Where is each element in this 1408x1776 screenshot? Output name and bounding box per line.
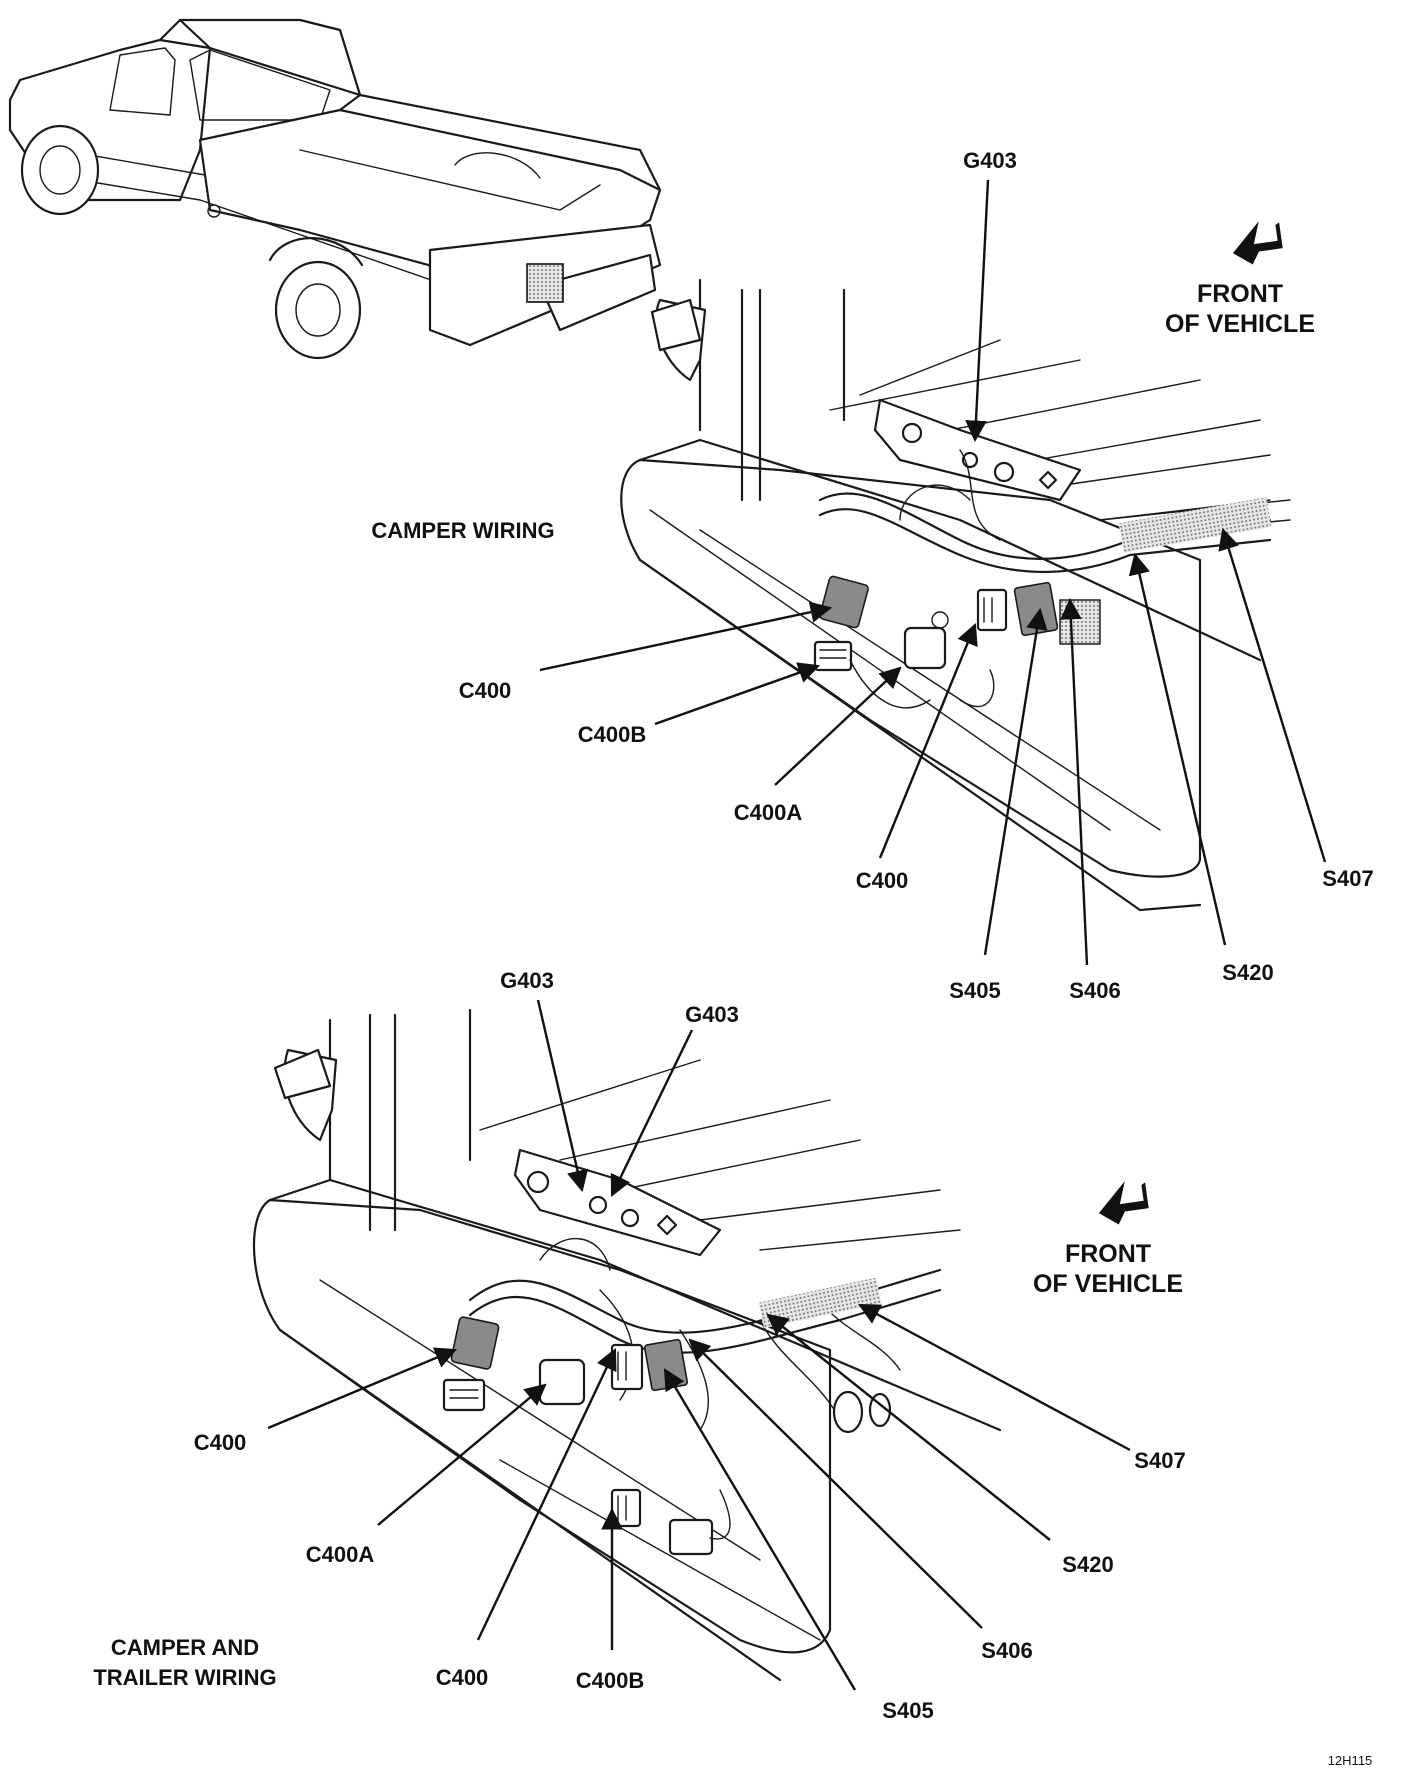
figure-code: 12H115 <box>1328 1753 1373 1768</box>
front-direction-arrow-icon <box>1232 221 1283 265</box>
bottom-callout-c400a: C400A <box>306 1542 375 1567</box>
top-callout-s406: S406 <box>1069 978 1120 1003</box>
bottom-callout-c400-bottom: C400 <box>436 1665 489 1690</box>
top-callout-g403: G403 <box>963 148 1017 173</box>
bottom-callout-s407: S407 <box>1134 1448 1185 1473</box>
bottom-section-title-line1: CAMPER AND <box>111 1635 259 1660</box>
top-callout-c400b: C400B <box>578 722 646 747</box>
top-leader-lines <box>539 179 1327 966</box>
top-callout-c400-right: C400 <box>856 868 909 893</box>
bottom-callout-s406: S406 <box>981 1638 1032 1663</box>
front-direction-arrow-icon <box>1098 1181 1149 1225</box>
bottom-callout-g403-a: G403 <box>500 968 554 993</box>
bottom-callout-s420: S420 <box>1062 1552 1113 1577</box>
top-callout-s407: S407 <box>1322 866 1373 891</box>
bottom-front-label-line2: OF VEHICLE <box>1033 1270 1183 1298</box>
top-callout-s420: S420 <box>1222 960 1273 985</box>
top-callout-s405: S405 <box>949 978 1000 1003</box>
bottom-callout-c400-left: C400 <box>194 1430 247 1455</box>
bottom-callout-s405: S405 <box>882 1698 933 1723</box>
pickup-truck-illustration <box>8 18 662 360</box>
bottom-section-title-line2: TRAILER WIRING <box>93 1665 276 1690</box>
top-front-label-line1: FRONT <box>1197 280 1283 308</box>
bottom-callout-c400b: C400B <box>576 1668 644 1693</box>
camper-and-trailer-wiring-illustration <box>252 1008 1002 1682</box>
highlight-area-marker <box>526 263 564 303</box>
bottom-callout-g403-b: G403 <box>685 1002 739 1027</box>
top-front-label-line2: OF VEHICLE <box>1165 310 1315 338</box>
camper-wiring-illustration <box>620 278 1291 912</box>
bottom-leader-lines <box>267 999 1131 1691</box>
top-callout-c400-left: C400 <box>459 678 512 703</box>
top-section-title: CAMPER WIRING <box>371 518 554 543</box>
bottom-front-label-line1: FRONT <box>1065 1240 1151 1268</box>
top-callout-c400a: C400A <box>734 800 803 825</box>
